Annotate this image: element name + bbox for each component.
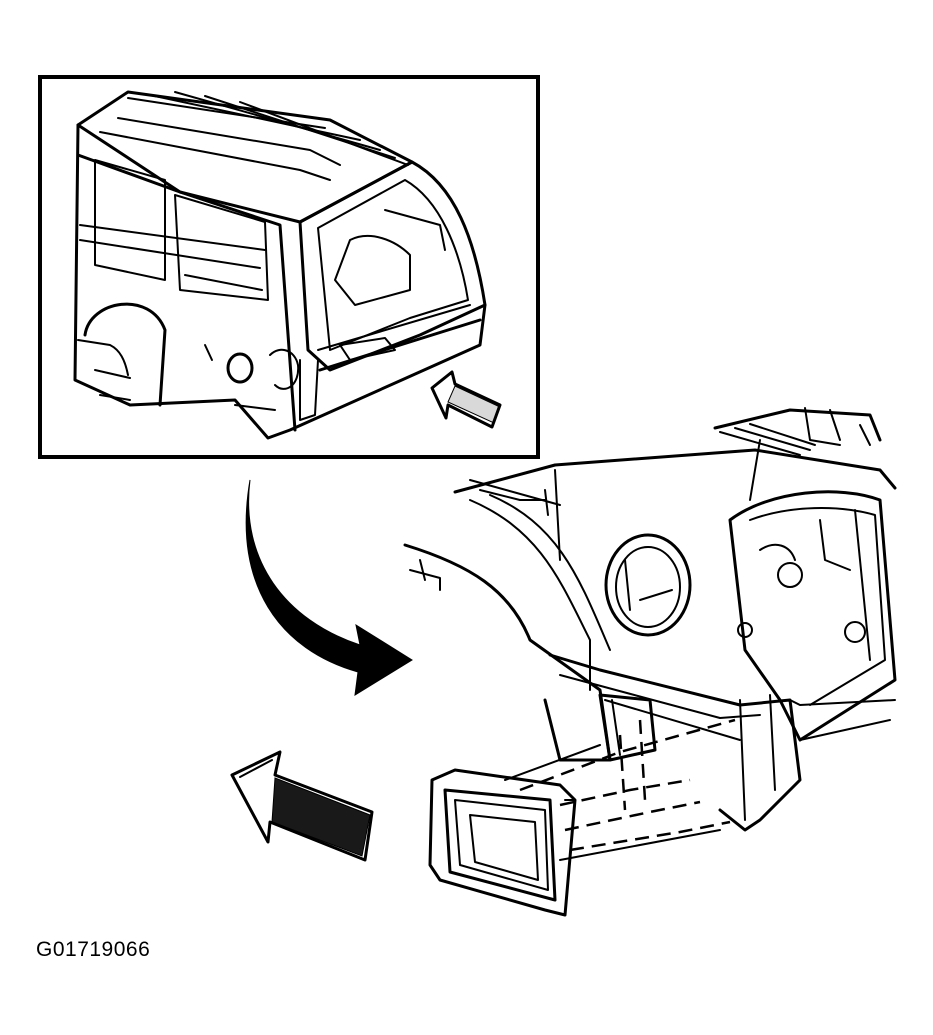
inset-direction-arrow xyxy=(430,370,502,429)
inset-vehicle-rear-body xyxy=(73,90,487,440)
removal-direction-arrow xyxy=(230,750,374,862)
hitch-bezel-part xyxy=(428,744,721,917)
installation-dashed-lines xyxy=(519,718,736,852)
curved-zoom-arrow xyxy=(245,479,413,696)
inset-detail-frame xyxy=(38,75,540,459)
main-body-corner xyxy=(403,407,897,832)
figure-id-label: G01719066 xyxy=(36,938,151,961)
